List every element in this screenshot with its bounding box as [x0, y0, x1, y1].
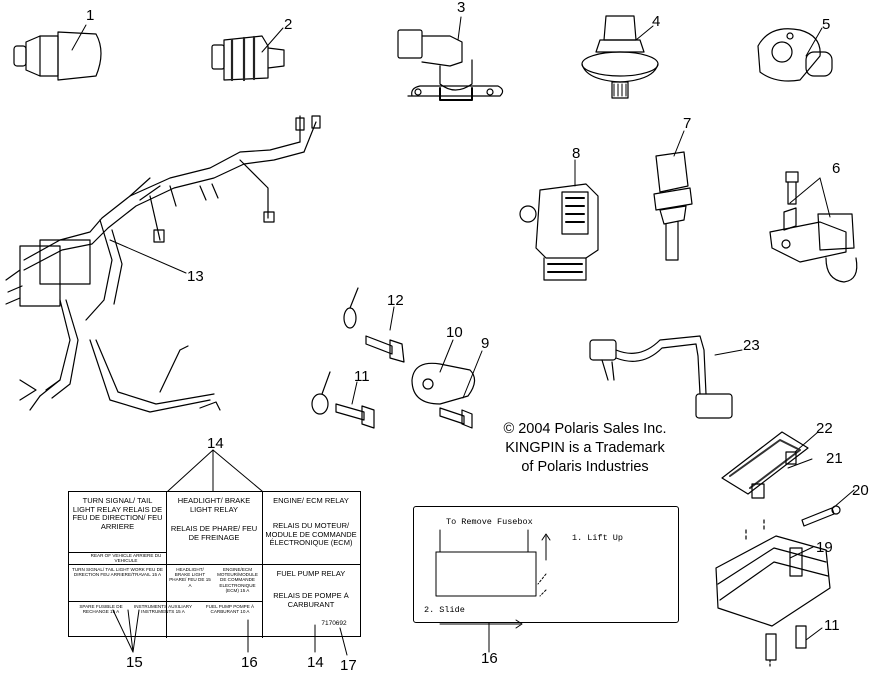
callout-10: 10: [446, 324, 463, 341]
fusebox-removal-instructions: To Remove Fusebox 1. Lift Up 2. Slide: [413, 506, 679, 623]
part-7-sensor: [653, 151, 693, 261]
fusebox-title: To Remove Fusebox: [446, 517, 533, 527]
callout-9: 9: [481, 335, 490, 352]
callout-8: 8: [572, 145, 581, 162]
part-12-bolt: [343, 287, 405, 363]
label-rear-of-vehicle: REAR OF VEHICLE ARRIERE DU VEHICULE: [90, 553, 162, 564]
copyright-notice: © 2004 Polaris Sales Inc. KINGPIN is a T…: [480, 420, 690, 477]
part-20-pin: [801, 505, 841, 527]
label-fuse-fuel-pump: FUEL PUMP POMPE À CARBURANT 10 A: [205, 604, 255, 615]
callout-5: 5: [822, 16, 831, 33]
label-fuse-turn-signal: TURN SIGNAL/ TAIL LIGHT WORK FEU DE DIRE…: [72, 567, 163, 578]
callout-19: 19: [816, 539, 833, 556]
callout-22: 22: [816, 420, 833, 437]
label-engine-relay-fr: RELAIS DU MOTEUR/ MODULE DE COMMANDE ÉLE…: [265, 522, 357, 547]
callout-23: 23: [743, 337, 760, 354]
callout-12: 12: [387, 292, 404, 309]
callout-13: 13: [187, 268, 204, 285]
label-fuel-pump-relay-fr: RELAIS DE POMPE À CARBURANT: [273, 592, 349, 609]
fusebox-step-1: 1. Lift Up: [572, 533, 624, 543]
part-6-sensor: [769, 171, 858, 283]
callout-11-lower: 11: [824, 617, 840, 634]
callout-1: 1: [86, 7, 95, 24]
label-headlight-relay-fr: RELAIS DE PHARE/ FEU DE FREINAGE: [170, 525, 258, 542]
part-10-bracket: [411, 362, 476, 429]
label-fuel-pump-relay: FUEL PUMP RELAY: [276, 570, 346, 578]
part-11-bolt: [311, 371, 375, 429]
part-5-sensor: [757, 28, 833, 82]
copyright-line-2: KINGPIN is a Trademark: [505, 440, 665, 456]
copyright-line-3: of Polaris Industries: [521, 459, 649, 475]
part-8-sensor: [519, 183, 599, 281]
part-23-harness: [589, 335, 733, 419]
fusebox-instruction-illustration: [435, 529, 551, 629]
relay-label-decal: TURN SIGNAL/ TAIL LIGHT RELAY RELAIS DE …: [68, 491, 361, 638]
part-19-fusebox: [715, 519, 831, 627]
callout-17: 17: [340, 657, 357, 674]
callout-11: 11: [354, 368, 370, 385]
callout-21: 21: [826, 450, 843, 467]
part-4-sensor: [581, 15, 659, 99]
callout-7: 7: [683, 115, 692, 132]
label-fuse-engine: ENGINE/ECM MOTEUR/MODULE DE COMMANDE ELE…: [217, 567, 258, 593]
callout-3: 3: [457, 0, 466, 16]
label-headlight-relay: HEADLIGHT/ BRAKE LIGHT RELAY: [177, 497, 251, 514]
label-engine-relay: ENGINE/ ECM RELAY: [273, 497, 349, 505]
label-part-number: 7170692: [321, 620, 347, 627]
part-11-screws: [765, 625, 807, 669]
callout-16: 16: [241, 654, 258, 671]
callout-2: 2: [284, 16, 293, 33]
part-13-wiring-harness: [5, 115, 321, 413]
callout-14: 14: [207, 435, 224, 452]
callout-6: 6: [832, 160, 841, 177]
callout-14-lower: 14: [307, 654, 324, 671]
part-3-sensor: [397, 29, 504, 101]
callout-15: 15: [126, 654, 143, 671]
label-fuse-instruments: INSTRUMENTS AUXILIARY INSTRUMENTS 15 A: [133, 604, 193, 615]
fusebox-step-2: 2. Slide: [424, 605, 465, 615]
callout-16-fusebox: 16: [481, 650, 498, 667]
part-1-sensor: [13, 31, 102, 81]
label-fuse-spare: SPARE FUSIBLE DE RECHANGE 15 A: [79, 604, 123, 615]
copyright-line-1: © 2004 Polaris Sales Inc.: [503, 421, 667, 437]
part-2-sensor: [211, 35, 285, 82]
callout-4: 4: [652, 13, 661, 30]
part-22-fusebox-cover: [721, 431, 809, 499]
label-turn-signal-relay: TURN SIGNAL/ TAIL LIGHT RELAY RELAIS DE …: [72, 497, 163, 531]
label-fuse-headlight: HEADLIGHT/ BRAKE LIGHT PHARE/ FEU DE 15 …: [169, 567, 211, 588]
leader-lines: [71, 16, 855, 656]
callout-20: 20: [852, 482, 869, 499]
